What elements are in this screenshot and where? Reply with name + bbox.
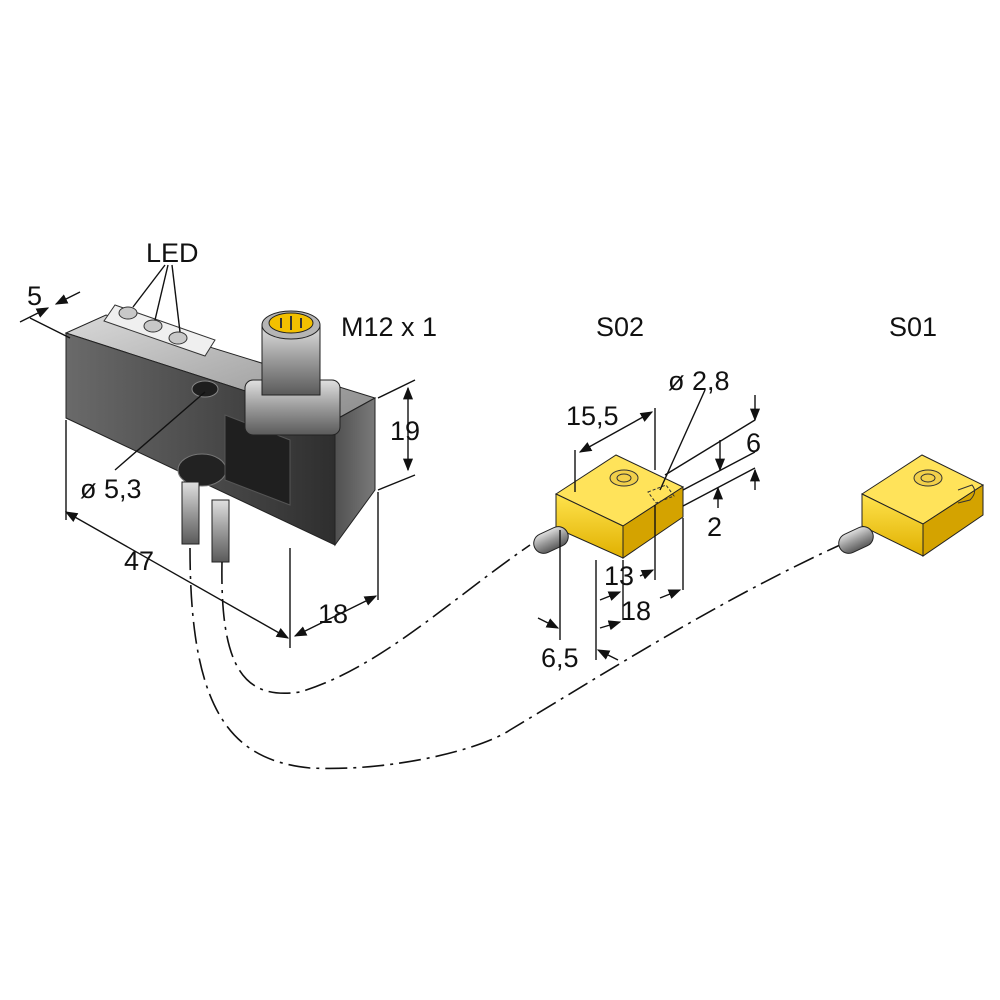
- dimension-lines: [19, 264, 761, 661]
- s01-mount-hole: [957, 484, 976, 504]
- dim-2: 2: [707, 512, 722, 542]
- led-3: [168, 331, 188, 345]
- s02-sensing-face: [609, 469, 639, 487]
- dim-18-main: 18: [318, 599, 348, 629]
- main-housing: [64, 304, 377, 563]
- cable-to-s01: [189, 544, 841, 770]
- s02-mount-hole: [647, 484, 675, 504]
- dim-6: 6: [746, 428, 761, 458]
- cable-entry: [177, 453, 227, 487]
- mounting-hole: [191, 380, 219, 398]
- led-1: [118, 306, 138, 320]
- dim-hole: ø 5,3: [80, 474, 142, 504]
- s01-side: [922, 484, 984, 557]
- housing-side-face: [334, 397, 376, 547]
- dim-19: 19: [390, 416, 420, 446]
- cable-to-s02: [221, 544, 531, 694]
- dim-hole-small: ø 2,8: [668, 366, 730, 396]
- led-label: LED: [146, 238, 199, 268]
- m12-connector: [244, 310, 341, 436]
- dim-13: 13: [604, 561, 634, 591]
- dim-5: 5: [27, 281, 42, 311]
- s01-cable-sleeve: [838, 526, 874, 554]
- sensor-s02-label: S02: [596, 312, 644, 342]
- dim-6-5: 6,5: [541, 643, 579, 673]
- dim-15-5: 15,5: [566, 401, 619, 431]
- s01-sensing-face: [913, 469, 943, 487]
- s02-side: [622, 486, 684, 559]
- cable-stub-left: [181, 481, 200, 545]
- sensor-s01: [838, 454, 985, 557]
- dim-47: 47: [124, 546, 154, 576]
- cable-stub-right: [211, 499, 230, 563]
- sensor-s02: [533, 454, 685, 559]
- led-2: [143, 319, 163, 333]
- connector-label: M12 x 1: [341, 312, 437, 342]
- dim-18-sensor: 18: [621, 596, 651, 626]
- sensor-s01-label: S01: [889, 312, 937, 342]
